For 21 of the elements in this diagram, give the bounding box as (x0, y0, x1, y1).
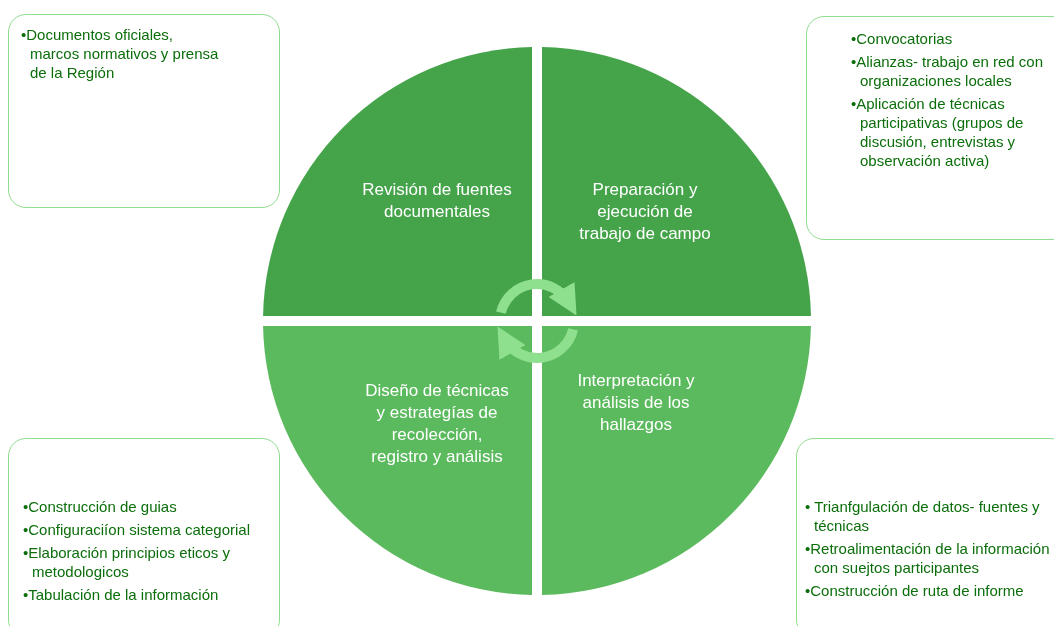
note-card (806, 16, 1054, 240)
bullet-text: •Aplicación de técnicas participativas (grupos de discusión, entrevistas y observación activa) (851, 94, 1025, 170)
quadrant-label: Diseño de técnicas y estrategías de recolección, registro y análisis (364, 380, 510, 468)
quadrant-label: Preparación y ejecución de trabajo de campo (578, 179, 712, 245)
bullet-text: •Elaboración principios eticos y metodologicos (23, 543, 232, 581)
note-card (796, 438, 1054, 626)
bullet-text: •Retroalimentación de la información con suejtos participantes (805, 539, 1051, 577)
bullet-text: •Tabulación de la información (23, 585, 220, 604)
bullet-text: •Documentos oficiales, marcos normativos y prensa de la Región (21, 25, 220, 82)
cycle-arrow (496, 279, 578, 315)
bullet-text: •Configuraciíon sistema categorial (23, 520, 252, 539)
bullet-text: •Alianzas- trabajo en red con organizaciones locales (851, 52, 1045, 90)
quadrant-label: Revisión de fuentes documentales (362, 179, 512, 223)
quadrant-label: Interpretación y análisis de los hallazgos (576, 370, 696, 436)
note-card (8, 14, 280, 208)
cycle-arrow (496, 327, 578, 363)
bullet-text: • Trianfgulación de datos- fuentes y técnicas (805, 497, 1041, 535)
bullet-text: •Convocatorias (851, 29, 954, 48)
bullet-text: •Construcción de guias (23, 497, 178, 516)
bullet-text: •Construcción de ruta de informe (805, 581, 1025, 600)
note-card (8, 438, 280, 626)
